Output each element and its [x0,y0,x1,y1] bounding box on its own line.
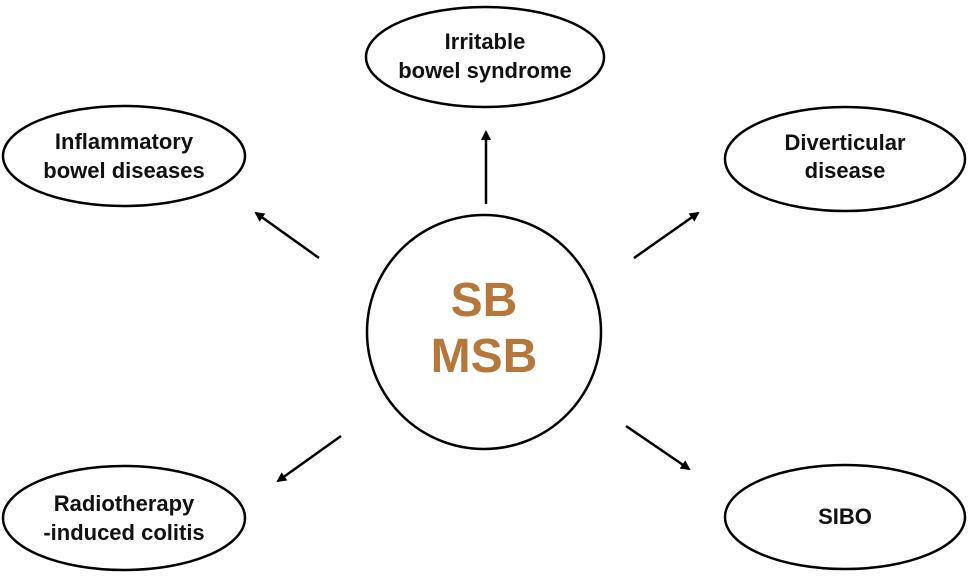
radiotherapy-label-line2: -induced colitis [43,520,204,545]
center-node: SB MSB [365,213,603,451]
ibs-label-line1: Irritable [445,29,526,54]
radiotherapy-label-line1: Radiotherapy [54,491,195,516]
center-label-msb: MSB [431,330,538,383]
arrow-to-radiotherapy [276,434,342,483]
node-diverticular: Diverticular disease [723,105,967,213]
diverticular-ellipse [723,105,967,213]
ibd-label-line2: bowel diseases [43,158,204,183]
node-ibd: Inflammatory bowel diseases [1,104,247,208]
ibd-ellipse [1,104,247,208]
diverticular-label-line1: Diverticular [784,130,905,155]
arrow-to-sibo [625,424,691,471]
node-radiotherapy: Radiotherapy -induced colitis [1,464,247,572]
node-sibo: SIBO [723,463,967,571]
sibo-ellipse [723,463,967,571]
radiotherapy-ellipse [1,464,247,572]
diverticular-label-line2: disease [805,158,886,183]
sibo-label: SIBO [818,504,872,529]
arrow-to-diverticular [633,211,700,260]
arrow-to-ibd [254,211,320,260]
ibs-ellipse [364,5,606,109]
ibs-label-line2: bowel syndrome [398,58,572,83]
center-label-sb: SB [451,274,518,327]
node-ibs: Irritable bowel syndrome [364,5,606,109]
center-circle [365,213,603,451]
ibd-label-line1: Inflammatory [55,129,194,154]
